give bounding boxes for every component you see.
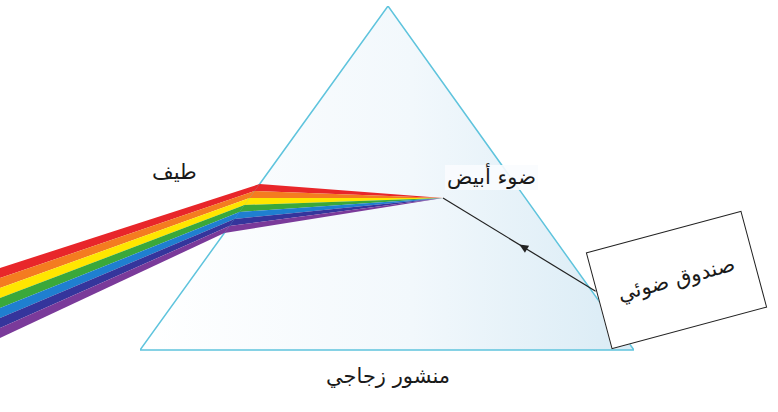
light-box: صندوق ضوئي	[585, 211, 766, 349]
prism-label: منشور زجاجي	[326, 364, 450, 389]
spectrum-band	[0, 226, 229, 338]
spectrum-band-inside	[224, 198, 443, 233]
box-label: صندوق ضوئي	[615, 252, 738, 307]
light-ray	[443, 198, 596, 291]
spectrum-band-inside	[250, 191, 443, 198]
spectrum-band	[0, 219, 234, 328]
spectrum-band	[0, 212, 239, 318]
spectrum-band	[0, 205, 245, 308]
arrow-head	[519, 245, 529, 253]
spectrum-band	[0, 198, 250, 298]
spectrum-label: طيف	[152, 160, 197, 185]
ray-label: ضوء أبيض	[445, 165, 538, 190]
